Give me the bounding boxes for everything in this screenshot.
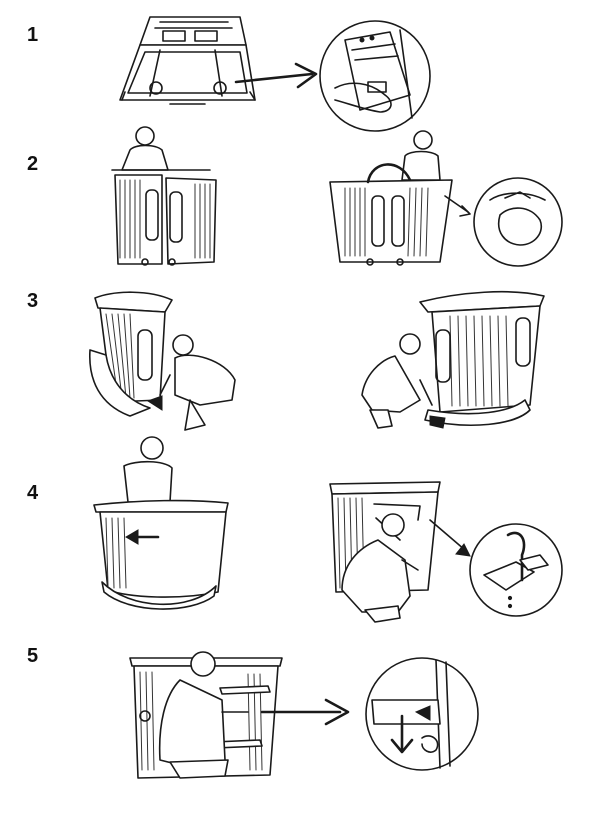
step-5-detail-magnifier-icon [366, 658, 478, 770]
step-4-detail-magnifier-icon [470, 524, 562, 616]
step-3-left-assembly [90, 292, 235, 430]
step-2-detail-magnifier-icon [474, 178, 562, 266]
step-2-person-carrying [330, 131, 470, 265]
step-3-right-assembly [362, 292, 544, 428]
step-4-arrow-left-icon [126, 530, 158, 544]
step-number-1: 1 [27, 24, 39, 46]
step-4-right-assembly [330, 482, 470, 622]
step-5-person-frame [130, 652, 282, 778]
step-number-4: 4 [27, 482, 39, 504]
step-number-3: 3 [27, 290, 39, 312]
step-1-arrow-icon [236, 64, 316, 87]
step-4-person-cover [94, 437, 228, 609]
step-2-person-lifting [112, 127, 216, 265]
step-5-arrow-icon [262, 700, 348, 724]
step-number-5: 5 [27, 645, 39, 667]
step-number-2: 2 [27, 153, 39, 175]
step-1-detail-magnifier-icon [320, 21, 430, 131]
step-1-open-case [120, 17, 255, 104]
